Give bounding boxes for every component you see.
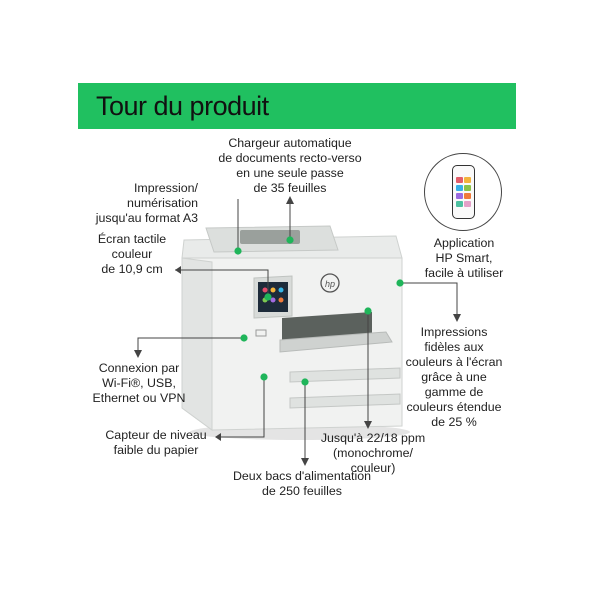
title-banner: Tour du produit (78, 83, 516, 129)
smartphone-badge (424, 153, 502, 231)
smartphone-icon (452, 165, 475, 219)
arrow-heads (134, 196, 461, 466)
page-title: Tour du produit (96, 91, 269, 121)
paper-tray-2 (289, 393, 401, 409)
hp-logo-icon (320, 273, 340, 293)
adf-tray (240, 230, 300, 244)
green-dot-markers (234, 236, 404, 386)
output-tray (279, 331, 393, 353)
paper-tray-1 (289, 367, 401, 383)
label-speed: Jusqu'à 22/18 ppm(monochrome/couleur) (320, 431, 426, 475)
printer-side (181, 257, 213, 431)
usb-port (255, 329, 267, 337)
svg-text:hp: hp (325, 279, 335, 289)
leader-lines (137, 199, 458, 463)
touch-screen (258, 282, 288, 312)
